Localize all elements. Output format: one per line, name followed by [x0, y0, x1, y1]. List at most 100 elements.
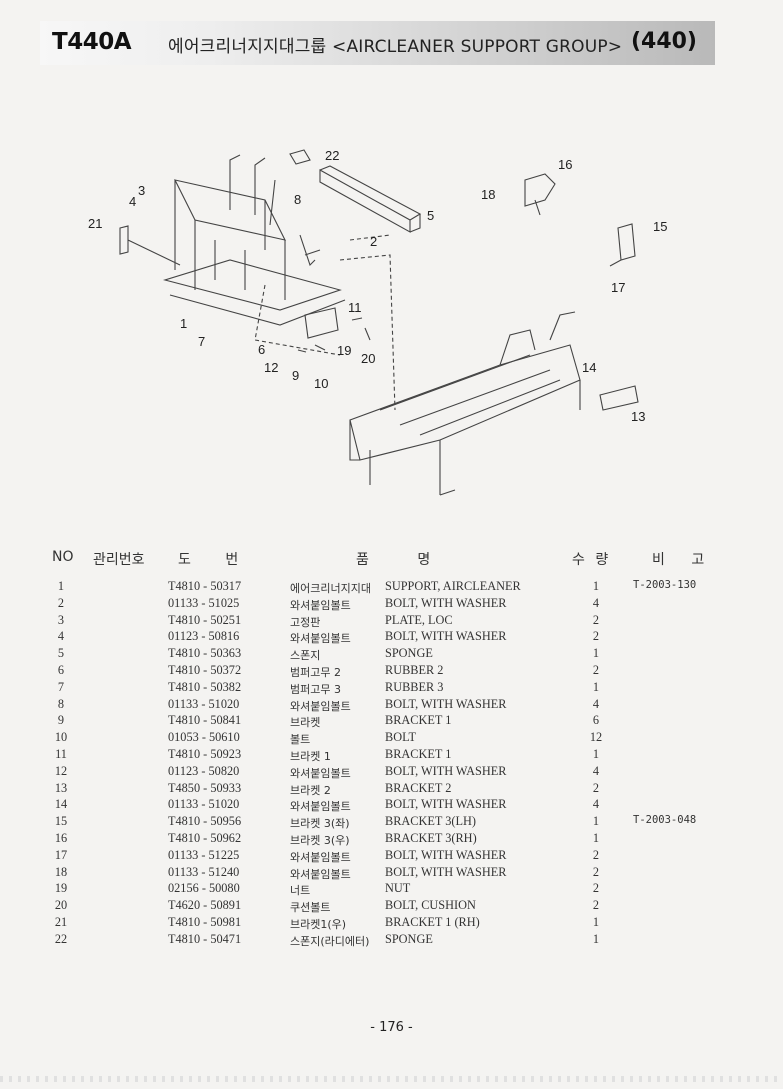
cell-english-name: BRACKET 3(LH) — [385, 814, 476, 829]
callout-5: 5 — [427, 208, 434, 223]
cell-quantity: 4 — [592, 763, 600, 778]
cell-part-number: 01053 - 50610 — [168, 730, 240, 745]
cell-part-number: T4810 - 50841 — [168, 713, 242, 728]
cell-no: 12 — [54, 763, 68, 778]
callout-16: 16 — [558, 157, 572, 172]
callout-12: 12 — [264, 360, 278, 375]
cell-korean-name: 스폰지(라디에터) — [290, 934, 370, 948]
cell-korean-name: 너트 — [290, 884, 311, 898]
callout-19: 19 — [337, 343, 351, 358]
cell-part-number: T4810 - 50962 — [168, 830, 242, 845]
callout-9: 9 — [292, 368, 299, 383]
cell-english-name: RUBBER 2 — [385, 662, 444, 677]
cell-quantity: 4 — [592, 797, 600, 812]
cell-korean-name: 와셔붙임볼트 — [290, 598, 351, 612]
cell-english-name: BRACKET 1 — [385, 746, 452, 761]
cell-part-number: T4810 - 50363 — [168, 646, 242, 661]
callout-11: 11 — [348, 300, 362, 315]
cell-english-name: BOLT, CUSHION — [385, 898, 476, 913]
cell-english-name: BRACKET 1 — [385, 713, 452, 728]
group-page-ref: (440) — [630, 29, 697, 54]
cell-part-number: T4810 - 50981 — [168, 914, 242, 929]
cell-no: 13 — [54, 780, 68, 795]
cell-part-number: T4850 - 50933 — [168, 780, 242, 795]
table-header: NO 관리번호 도 번 품 명 수 량 비 고 — [40, 549, 740, 571]
cell-no: 19 — [54, 881, 68, 896]
cell-english-name: BOLT, WITH WASHER — [385, 797, 507, 812]
cell-no: 2 — [57, 595, 65, 610]
cell-part-number: 01133 - 51025 — [168, 595, 240, 610]
callout-7: 7 — [198, 334, 205, 349]
cell-no: 7 — [57, 679, 65, 694]
cell-korean-name: 범퍼고무 3 — [290, 682, 341, 696]
cell-english-name: BOLT, WITH WASHER — [385, 696, 507, 711]
cell-part-number: T4810 - 50471 — [168, 931, 242, 946]
cell-no: 10 — [54, 730, 68, 745]
diagram-drawing: 1 2 3 4 5 6 7 8 9 10 11 12 13 14 15 16 1… — [88, 148, 667, 496]
col-no: NO — [52, 549, 74, 565]
cell-part-number: 01133 - 51020 — [168, 696, 240, 711]
cell-quantity: 2 — [592, 881, 600, 896]
cell-english-name: BRACKET 2 — [385, 780, 452, 795]
cell-part-number: T4810 - 50923 — [168, 746, 242, 761]
cell-korean-name: 스폰지 — [290, 649, 321, 663]
cell-english-name: RUBBER 3 — [385, 679, 444, 694]
callout-13: 13 — [631, 409, 645, 424]
cell-no: 17 — [54, 847, 68, 862]
cell-quantity: 2 — [592, 780, 600, 795]
cell-english-name: BOLT, WITH WASHER — [385, 847, 507, 862]
cell-part-number: 01123 - 50820 — [168, 763, 240, 778]
cell-no: 1 — [57, 579, 65, 593]
col-name: 품 명 — [356, 552, 431, 568]
callout-4: 4 — [129, 194, 136, 209]
callout-2: 2 — [370, 234, 377, 249]
cell-quantity: 1 — [592, 914, 600, 929]
cell-korean-name: 브라켓1(우) — [290, 917, 347, 931]
cell-no: 14 — [54, 797, 68, 812]
col-qty: 수 량 — [572, 552, 609, 568]
cell-quantity: 2 — [592, 629, 600, 644]
cell-no: 16 — [54, 830, 68, 845]
cell-korean-name: 에어크리너지지대 — [290, 582, 371, 595]
col-mgmt: 관리번호 — [93, 552, 145, 568]
cell-no: 5 — [57, 646, 65, 661]
cell-quantity: 1 — [592, 679, 600, 694]
exploded-parts-diagram: 1 2 3 4 5 6 7 8 9 10 11 12 13 14 15 16 1… — [80, 140, 720, 520]
callout-10: 10 — [314, 376, 328, 391]
cell-quantity: 1 — [592, 746, 600, 761]
cell-no: 20 — [54, 898, 68, 913]
cell-quantity: 2 — [592, 864, 600, 879]
callout-15: 15 — [653, 219, 667, 234]
cell-no: 3 — [57, 612, 65, 627]
callout-14: 14 — [582, 360, 596, 375]
group-title: 에어크리너지지대그룹 <AIRCLEANER SUPPORT GROUP> — [168, 37, 623, 57]
cell-english-name: NUT — [385, 881, 411, 896]
scan-noise-strip — [0, 1076, 783, 1082]
callout-6: 6 — [258, 342, 265, 357]
cell-korean-name: 와셔붙임볼트 — [290, 699, 351, 713]
cell-korean-name: 와셔붙임볼트 — [290, 766, 351, 780]
cell-korean-name: 브라켓 3(우) — [290, 833, 350, 847]
cell-english-name: BOLT, WITH WASHER — [385, 864, 507, 879]
cell-english-name: BOLT, WITH WASHER — [385, 595, 507, 610]
col-drawing: 도 번 — [178, 552, 239, 568]
cell-quantity: 2 — [592, 612, 600, 627]
callout-1: 1 — [180, 316, 187, 331]
page-header: T440A 에어크리너지지대그룹 <AIRCLEANER SUPPORT GRO… — [40, 21, 715, 65]
cell-part-number: T4810 - 50372 — [168, 662, 242, 677]
cell-part-number: 01133 - 51240 — [168, 864, 240, 879]
callout-20: 20 — [361, 351, 375, 366]
